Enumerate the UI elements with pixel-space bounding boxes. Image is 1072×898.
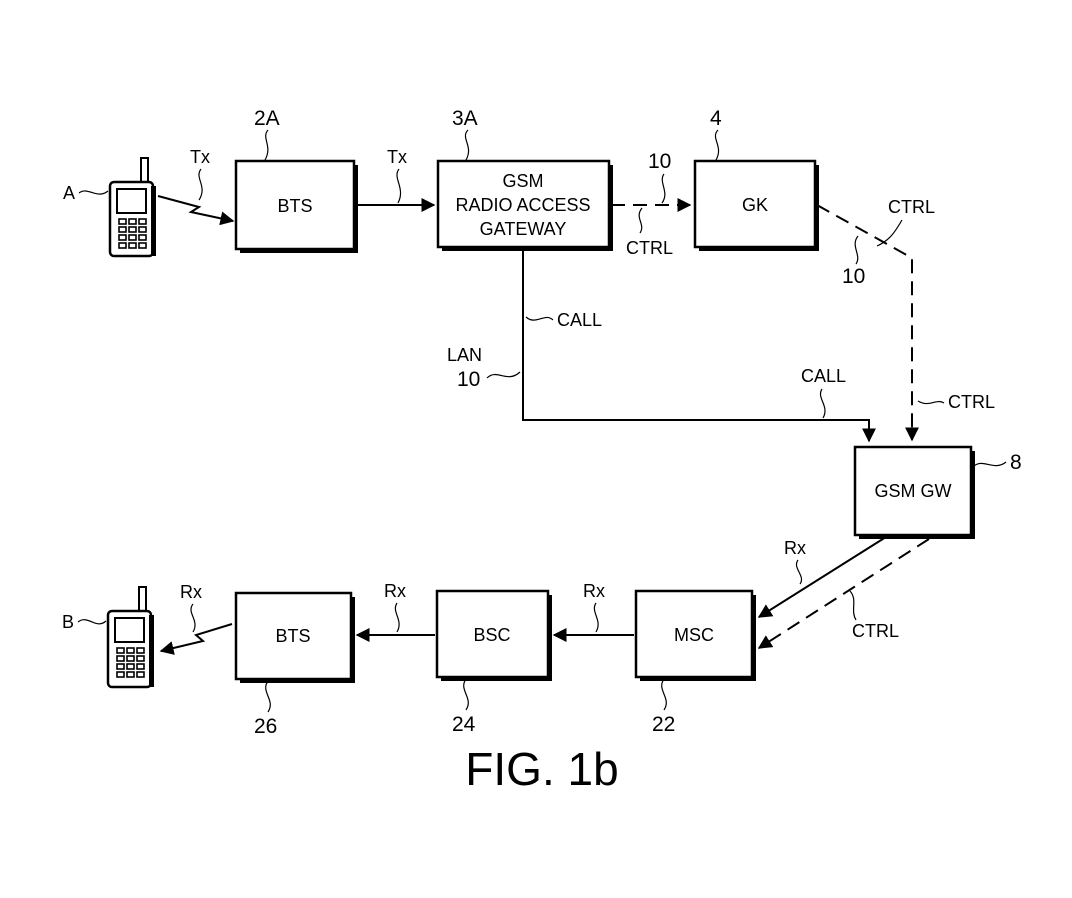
msc-ref: 22	[652, 713, 675, 736]
bsc-label: BSC	[473, 625, 510, 645]
lan-leader	[487, 372, 520, 378]
msc-ref-leader	[662, 679, 667, 710]
gsm-gw-ref: 8	[1010, 451, 1022, 474]
gateway-ref: 3A	[452, 107, 478, 130]
bts-top-ref-leader	[265, 130, 268, 160]
ctrl-gateway-gk-leader	[639, 208, 642, 233]
bts-top-label: BTS	[277, 196, 312, 216]
ten-label-gk: 10	[842, 265, 865, 288]
ctrl-gsm-gw-leader	[918, 401, 944, 404]
mobile-phone-a-icon	[110, 158, 156, 256]
lan-call-link-arrow	[523, 249, 869, 441]
gsm-gw-to-msc-rx-arrow	[759, 537, 886, 617]
rx-gsm-gw-leader	[796, 560, 801, 584]
rx-bsc-leader	[395, 603, 399, 632]
phone-b-label: B	[62, 612, 74, 632]
ctrl-label-msc: CTRL	[852, 621, 899, 641]
ten-gk-leader	[855, 236, 858, 264]
bts-top-ref: 2A	[254, 107, 280, 130]
rx-label-bsc: Rx	[384, 581, 406, 601]
rx-phone-leader	[191, 604, 195, 632]
ctrl-msc-leader	[850, 591, 856, 620]
gk-ref-leader	[715, 130, 718, 160]
ctrl-label-gk: CTRL	[888, 197, 935, 217]
ten-label-lan: 10	[457, 368, 480, 391]
gateway-label-line2: RADIO ACCESS	[455, 195, 590, 215]
tx-label-phone: Tx	[190, 147, 210, 167]
phone-a-leader	[79, 191, 108, 194]
ctrl-label-gsm-gw: CTRL	[948, 392, 995, 412]
mobile-phone-b-icon	[108, 587, 154, 687]
gk-to-gsm-gw-ctrl-arrow	[817, 205, 912, 440]
gsm-gw-label: GSM GW	[875, 481, 952, 501]
call-gsm-gw-leader	[820, 389, 825, 418]
tx-phone-leader	[199, 169, 202, 200]
rx-msc-leader	[594, 603, 598, 632]
ten-gateway-gk-leader	[662, 174, 665, 203]
gateway-label-line1: GSM	[502, 171, 543, 191]
figure-label: FIG. 1b	[465, 743, 618, 795]
bts-bottom-ref: 26	[254, 715, 277, 738]
bsc-ref-leader	[464, 679, 469, 710]
ctrl-label-gateway-gk: CTRL	[626, 238, 673, 258]
gateway-ref-leader	[465, 130, 468, 160]
bts-bottom-ref-leader	[266, 681, 271, 712]
rx-label-phone: Rx	[180, 582, 202, 602]
ten-label-gateway-gk: 10	[648, 150, 671, 173]
tx-label-bts: Tx	[387, 147, 407, 167]
rx-label-msc: Rx	[583, 581, 605, 601]
ctrl-gk-leader	[877, 220, 902, 246]
gsm-gw-ref-leader	[973, 462, 1006, 467]
radio-link-a-tx-arrow	[158, 196, 233, 221]
msc-label: MSC	[674, 625, 714, 645]
tx-bts-leader	[397, 169, 401, 203]
lan-label: LAN	[447, 345, 482, 365]
bts-bottom-label: BTS	[275, 626, 310, 646]
call-gateway-leader	[526, 317, 553, 320]
call-label-gateway: CALL	[557, 310, 602, 330]
phone-b-leader	[78, 620, 106, 624]
gk-label: GK	[742, 195, 768, 215]
gk-ref: 4	[710, 107, 722, 130]
radio-link-b-rx-arrow	[161, 624, 232, 651]
rx-label-gsm-gw: Rx	[784, 538, 806, 558]
call-label-gsm-gw: CALL	[801, 366, 846, 386]
phone-a-label: A	[63, 183, 75, 203]
gateway-label-line3: GATEWAY	[480, 219, 567, 239]
bsc-ref: 24	[452, 713, 476, 736]
